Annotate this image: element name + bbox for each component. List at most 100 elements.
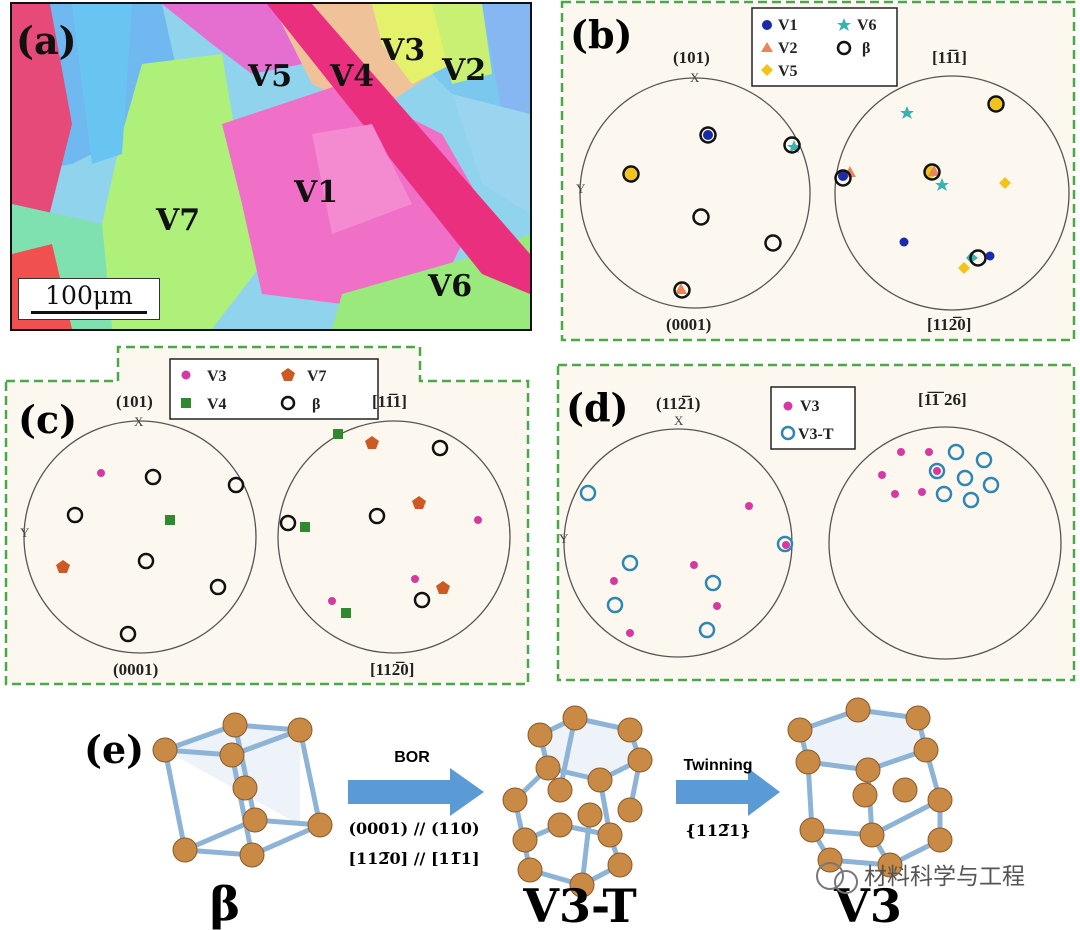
point-v3 — [328, 597, 336, 605]
panel-c-legend: V3 V7 V4 β — [169, 358, 379, 420]
point-v5 — [625, 168, 637, 180]
pf-c-left-points — [56, 468, 245, 643]
pf-c-left-y-axis: Y — [20, 525, 30, 540]
point-beta — [699, 126, 717, 144]
legend-marker-v4 — [181, 398, 191, 408]
map-label-v5: V5 — [247, 59, 292, 94]
bor-label: BOR — [394, 749, 430, 766]
point-beta — [692, 208, 710, 226]
point-v3t — [606, 596, 624, 614]
point-v3t — [956, 469, 974, 487]
pf-d-left-top-label: (112̅1) — [656, 394, 700, 413]
legend-marker-v3 — [783, 401, 793, 411]
panel-c-label: (c) — [18, 397, 77, 442]
point-v7 — [412, 496, 426, 509]
watermark: 材料科学与工程 — [816, 862, 1025, 894]
bor-arrow — [348, 768, 484, 816]
twinning-plane: {112̅1} — [685, 821, 750, 840]
point-v3 — [918, 488, 926, 496]
point-v6 — [966, 252, 978, 263]
point-v3t — [947, 443, 965, 461]
map-label-v7: V7 — [155, 203, 200, 238]
pf-d-left-points — [579, 484, 794, 639]
point-v5 — [999, 177, 1011, 189]
point-beta — [783, 136, 801, 154]
panel-b-label: (b) — [570, 12, 633, 57]
wechat-icon — [816, 862, 844, 890]
point-beta — [622, 165, 640, 183]
point-beta — [969, 249, 987, 267]
panel-e: (e) β BOR (0001) // (110) [112̅0] // [11… — [84, 697, 1025, 930]
scale-bar: 100μm — [18, 278, 160, 320]
legend-marker-beta — [280, 395, 296, 411]
pf-c-left-top-label: (101) — [116, 392, 153, 411]
pf-d-right-points — [878, 443, 1000, 509]
point-beta — [209, 578, 227, 596]
legend-label-v7: V7 — [307, 368, 327, 385]
legend-label-v2: V2 — [778, 40, 798, 57]
map-label-v2: V2 — [441, 53, 486, 88]
pf-b-left-top-label: (101) — [673, 48, 710, 67]
point-beta — [413, 591, 431, 609]
point-beta — [834, 169, 852, 187]
panel-d: (d) V3 V3-T (112̅1) X Y [1̅1̅ 26] — [556, 363, 1076, 682]
panel-b: (b) V1 V6 V2 β V5 (101) X Y (0001) [11̅1… — [560, 0, 1076, 342]
pf-d-left-x-axis: X — [674, 413, 684, 428]
point-beta — [279, 514, 297, 532]
legend-label-beta: β — [312, 396, 320, 413]
orientation-relation-direction: [112̅0] // [11̅1] — [348, 849, 479, 868]
pf-b-left-bottom-label: (0001) — [666, 315, 711, 334]
pf-b-left-y-axis: Y — [576, 181, 586, 196]
legend-label-v4: V4 — [207, 396, 227, 413]
pole-figure-c-right — [277, 420, 511, 654]
point-v3 — [97, 469, 105, 477]
pf-c-right-top-label: [11̅1] — [372, 392, 407, 411]
point-v4 — [333, 429, 343, 439]
point-v2 — [675, 283, 687, 294]
pf-c-right-points — [279, 429, 482, 618]
point-v7 — [436, 581, 450, 594]
point-v3t — [935, 485, 953, 503]
point-v3 — [713, 602, 721, 610]
panel-d-label: (d) — [566, 385, 629, 430]
point-beta — [144, 468, 162, 486]
bcc-atoms — [152, 712, 333, 868]
hcp-atoms-v3t — [502, 705, 653, 898]
point-v6 — [935, 178, 949, 191]
point-v5 — [958, 262, 970, 274]
pf-b-right-bottom-label: [112̅0] — [927, 315, 971, 334]
pole-figure-d-left — [563, 428, 793, 658]
point-v2 — [928, 165, 940, 176]
point-v1 — [899, 237, 909, 247]
pf-b-left-x-axis: X — [690, 70, 700, 85]
twinning-label: Twinning — [683, 757, 752, 774]
legend-marker-v7 — [281, 368, 295, 381]
point-v4 — [165, 515, 175, 525]
structure-label-beta: β — [210, 877, 241, 930]
pf-c-right-bottom-label: [112̅0] — [370, 660, 414, 679]
point-beta — [923, 163, 941, 181]
point-v3 — [626, 629, 634, 637]
pf-d-left-y-axis: Y — [559, 531, 569, 546]
ebsd-orientation-map: V5 V4 V3 V2 V1 V7 V6 — [10, 2, 532, 331]
panel-c: (c) V3 V7 V4 β (101) X Y (0001) [11̅1] [… — [4, 345, 530, 686]
panel-e-label: (e) — [84, 727, 144, 772]
point-v7 — [56, 560, 70, 573]
legend-marker-v1 — [762, 20, 772, 30]
point-v3t — [928, 462, 946, 480]
structure-label-v3t: V3-T — [522, 879, 636, 930]
hcp-atoms-v3 — [787, 697, 953, 878]
point-v1 — [985, 251, 995, 261]
point-v3t — [704, 574, 722, 592]
map-label-v6: V6 — [427, 269, 472, 304]
point-v3 — [745, 502, 753, 510]
legend-marker-v2 — [761, 42, 773, 52]
legend-label-v3: V3 — [800, 398, 820, 415]
point-v3 — [610, 577, 618, 585]
legend-marker-v5 — [761, 64, 773, 76]
structure-label-v3: V3 — [833, 879, 902, 930]
legend-label-v3t: V3-T — [798, 426, 834, 443]
point-v3 — [690, 561, 698, 569]
legend-label-v3: V3 — [207, 368, 227, 385]
point-beta — [227, 476, 245, 494]
